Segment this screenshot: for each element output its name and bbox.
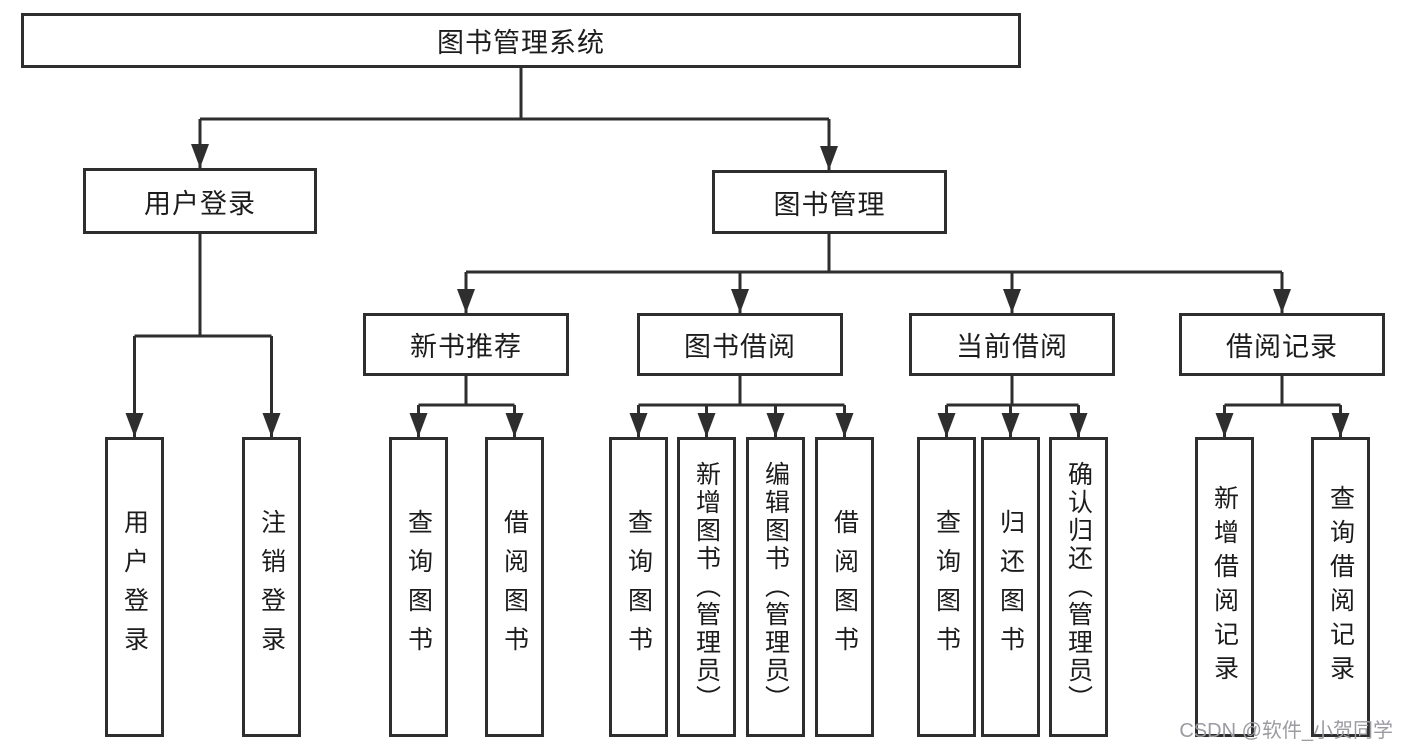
node-leaf-borrow-books: 借阅图书 bbox=[815, 437, 874, 737]
node-label: 查询图书 bbox=[932, 509, 961, 665]
node-label: 图书借阅 bbox=[684, 332, 796, 362]
node-leaf-user-login: 用户登录 bbox=[105, 437, 164, 737]
node-label: 新增图书（管理员） bbox=[692, 461, 721, 713]
node-leaf-query-books-recommend: 查询图书 bbox=[389, 437, 448, 737]
node-label: 图书管理 bbox=[773, 189, 886, 220]
node-label: 借阅图书 bbox=[830, 509, 859, 665]
node-leaf-query-books-borrow: 查询图书 bbox=[609, 437, 668, 737]
node-label: 查询图书 bbox=[404, 509, 433, 665]
node-borrow-records: 借阅记录 bbox=[1179, 313, 1385, 376]
node-leaf-borrow-books-recommend: 借阅图书 bbox=[485, 437, 544, 737]
node-label: 新增借阅记录 bbox=[1210, 485, 1239, 689]
edge-borrow-trunk bbox=[638, 376, 845, 407]
node-user-login: 用户登录 bbox=[83, 168, 317, 234]
node-label: 用户登录 bbox=[120, 509, 149, 665]
node-leaf-add-books-admin: 新增图书（管理员） bbox=[677, 437, 736, 737]
node-label: 查询借阅记录 bbox=[1326, 485, 1355, 689]
node-leaf-edit-books-admin: 编辑图书（管理员） bbox=[746, 437, 805, 737]
edge-records-trunk bbox=[1224, 376, 1341, 407]
watermark: CSDN @软件_小贺同学 bbox=[1179, 720, 1393, 742]
edge-user-login-trunk bbox=[134, 234, 272, 338]
edge-recommend-trunk bbox=[418, 376, 515, 407]
node-label: 新书推荐 bbox=[410, 332, 522, 362]
edge-book-mgmt-trunk bbox=[466, 234, 1282, 274]
node-leaf-confirm-return-admin: 确认归还（管理员） bbox=[1049, 437, 1108, 737]
node-leaf-add-borrow-record: 新增借阅记录 bbox=[1195, 437, 1254, 737]
node-label: 归还图书 bbox=[996, 509, 1025, 665]
node-label: 确认归还（管理员） bbox=[1064, 461, 1093, 713]
node-root: 图书管理系统 bbox=[21, 13, 1021, 68]
edge-root-trunk bbox=[200, 68, 829, 121]
node-label: 查询图书 bbox=[624, 509, 653, 665]
node-new-book-recommend: 新书推荐 bbox=[363, 313, 569, 376]
node-label: 图书管理系统 bbox=[437, 28, 605, 58]
node-leaf-logout: 注销登录 bbox=[242, 437, 301, 737]
node-leaf-query-borrow-record: 查询借阅记录 bbox=[1311, 437, 1370, 737]
node-current-borrow: 当前借阅 bbox=[909, 313, 1115, 376]
node-label: 编辑图书（管理员） bbox=[761, 461, 790, 713]
node-leaf-return-books: 归还图书 bbox=[981, 437, 1040, 737]
node-label: 当前借阅 bbox=[956, 332, 1068, 362]
node-leaf-query-books-current: 查询图书 bbox=[917, 437, 976, 737]
edge-current-trunk bbox=[946, 376, 1079, 407]
node-label: 借阅记录 bbox=[1226, 332, 1338, 362]
node-label: 用户登录 bbox=[144, 188, 256, 219]
node-label: 借阅图书 bbox=[500, 509, 529, 665]
node-book-borrow: 图书借阅 bbox=[637, 313, 843, 376]
node-label: 注销登录 bbox=[257, 509, 286, 665]
node-book-management: 图书管理 bbox=[712, 170, 947, 234]
